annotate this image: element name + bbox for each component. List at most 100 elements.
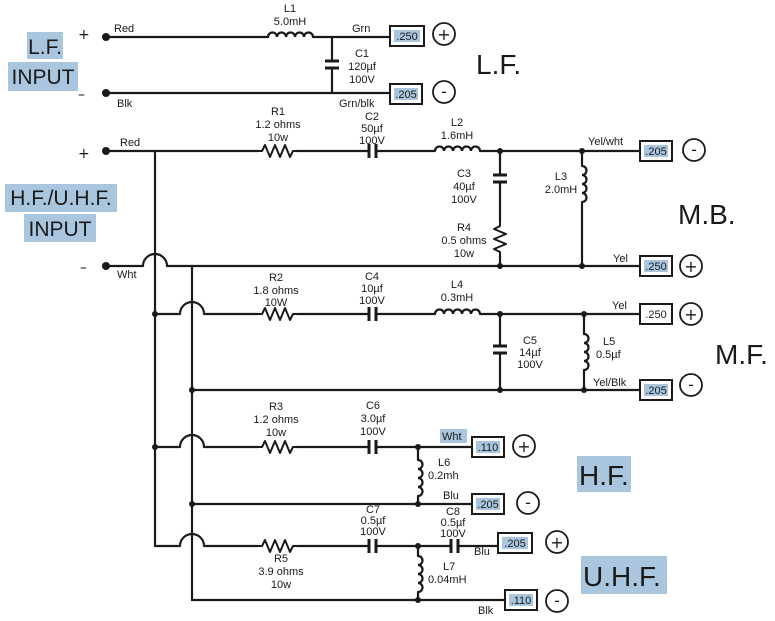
uhf-section-highlight: [581, 556, 667, 594]
c8-ref: C8: [446, 506, 460, 518]
c1-capacitor-symbol: [325, 59, 339, 70]
hf-hot-wire-with-crossover: [153, 433, 260, 449]
r4-ref: R4: [457, 222, 471, 234]
l6-ref: L6: [438, 457, 450, 469]
mb-pos-terminal-size: .205: [645, 146, 666, 158]
hf-input-label: H.F./U.H.F. INPUT: [5, 184, 117, 242]
hf-section-highlight: [577, 456, 631, 492]
lf-neg-polarity-icon: [432, 80, 456, 104]
lf-pos-polarity-icon: [432, 22, 456, 46]
section-label-lf: L.F.: [476, 49, 521, 80]
r3-power: 10w: [266, 427, 286, 439]
lf-neg-terminal-size: .205: [395, 89, 416, 101]
l3-value: 2.0mH: [545, 184, 577, 196]
hf-red-label: Red: [120, 137, 140, 149]
c1-ref: C1: [355, 48, 369, 60]
r1-power: 10w: [268, 132, 288, 144]
mf-pos-polarity: +: [684, 305, 697, 324]
uhf-pos-polarity: +: [550, 533, 563, 552]
l5-ref: L5: [603, 336, 615, 348]
c5-ref: C5: [523, 335, 537, 347]
hf-pos-terminal-size: .110: [478, 442, 499, 454]
hf-input-highlight-1: [5, 184, 117, 212]
lf-input-line1: L.F.: [28, 36, 62, 59]
l6-inductor-symbol: [417, 458, 424, 498]
c4-voltage: 100V: [359, 295, 385, 307]
c7-voltage: 100V: [360, 526, 386, 538]
hf-neg-polarity-icon: [516, 491, 540, 515]
mf-pos-terminal-size: .250: [645, 309, 666, 321]
lf-input-line2: INPUT: [12, 66, 75, 89]
l6-value: 0.2mh: [428, 470, 459, 482]
lf-neg-wire-label: Grn/blk: [339, 98, 375, 110]
mb-neg-polarity-icon: [679, 254, 703, 278]
c5-voltage: 100V: [517, 359, 543, 371]
section-label-mf: M.F.: [715, 339, 768, 370]
c3-ref: C3: [457, 168, 471, 180]
l1-inductor-symbol: [266, 31, 315, 38]
c8-voltage: 100V: [440, 528, 466, 540]
mf-neg-wire-label: Yel/Blk: [593, 377, 627, 389]
mf-pos-terminal: [639, 303, 673, 325]
lf-pos-terminal-size: .250: [396, 31, 417, 43]
l2-value: 1.6mH: [441, 130, 473, 142]
c2-value: 50µf: [361, 123, 384, 135]
r1-value: 1.2 ohms: [255, 119, 301, 131]
lf-minus-sign: –: [78, 87, 85, 103]
r2-power: 10W: [265, 297, 288, 309]
l4-inductor-symbol: [433, 308, 482, 315]
lf-red-label: Red: [114, 23, 134, 35]
l1-value: 5.0mH: [274, 16, 306, 28]
l7-inductor-symbol: [417, 554, 424, 594]
cold-bus-entry-with-crossover: [104, 252, 194, 268]
uhf-neg-polarity-icon: [545, 589, 569, 613]
c2-voltage: 100V: [359, 135, 385, 147]
c6-value: 3.0µf: [361, 413, 387, 425]
r4-value: 0.5 ohms: [441, 235, 487, 247]
l5-inductor-symbol: [583, 332, 590, 372]
c1-voltage: 100V: [349, 74, 375, 86]
uhf-pos-polarity-icon: [545, 530, 569, 554]
hf-pos-wire-highlight: [440, 429, 467, 443]
c3-voltage: 100V: [451, 194, 477, 206]
r5-ref: R5: [274, 553, 288, 565]
uhf-neg-terminal-size: .110: [511, 595, 532, 607]
l2-inductor-symbol: [433, 145, 482, 152]
l3-ref: L3: [555, 171, 567, 183]
l4-value: 0.3mH: [441, 292, 473, 304]
lf-input-label: L.F. INPUT: [8, 32, 78, 91]
hf-wht-label: Wht: [117, 269, 137, 281]
lf-blk-label: Blk: [117, 98, 133, 110]
lf-pos-polarity: +: [437, 25, 450, 44]
lf-neg-polarity: -: [441, 82, 447, 101]
mb-neg-terminal-size: .250: [645, 261, 666, 273]
l3-inductor-symbol: [581, 164, 588, 204]
r2-ref: R2: [269, 272, 283, 284]
c8-value: 0.5µf: [441, 517, 467, 529]
mf-neg-polarity-icon: [679, 373, 703, 397]
hf-input-line2: INPUT: [29, 218, 92, 241]
uhf-hot-wire-with-crossover: [153, 532, 260, 548]
section-label-hf: H.F.: [579, 460, 629, 491]
c2-ref: C2: [365, 111, 379, 123]
hf-neg-polarity: -: [525, 493, 531, 512]
section-label-mb: M.B.: [678, 199, 736, 230]
hf-pos-wire-label: Wht: [442, 431, 462, 443]
c6-voltage: 100V: [360, 426, 386, 438]
hf-minus-sign: –: [80, 260, 87, 276]
lf-pos-wire-label: Grn: [352, 23, 370, 35]
c4-value: 10µf: [361, 283, 384, 295]
r5-value: 3.9 ohms: [258, 566, 304, 578]
r4-resistor-symbol: [493, 222, 507, 256]
r1-resistor-symbol: [258, 144, 297, 158]
hf-neg-terminal-size: .205: [477, 499, 498, 511]
mb-pos-wire-label: Yel/wht: [588, 136, 623, 148]
l4-ref: L4: [451, 279, 463, 291]
l1-ref: L1: [284, 3, 296, 15]
l7-ref: L7: [443, 561, 455, 573]
r5-power: 10w: [271, 579, 291, 591]
r2-resistor-symbol: [258, 307, 297, 321]
lf-input-highlight-2: [8, 62, 78, 91]
section-label-uhf: U.H.F.: [583, 561, 661, 592]
